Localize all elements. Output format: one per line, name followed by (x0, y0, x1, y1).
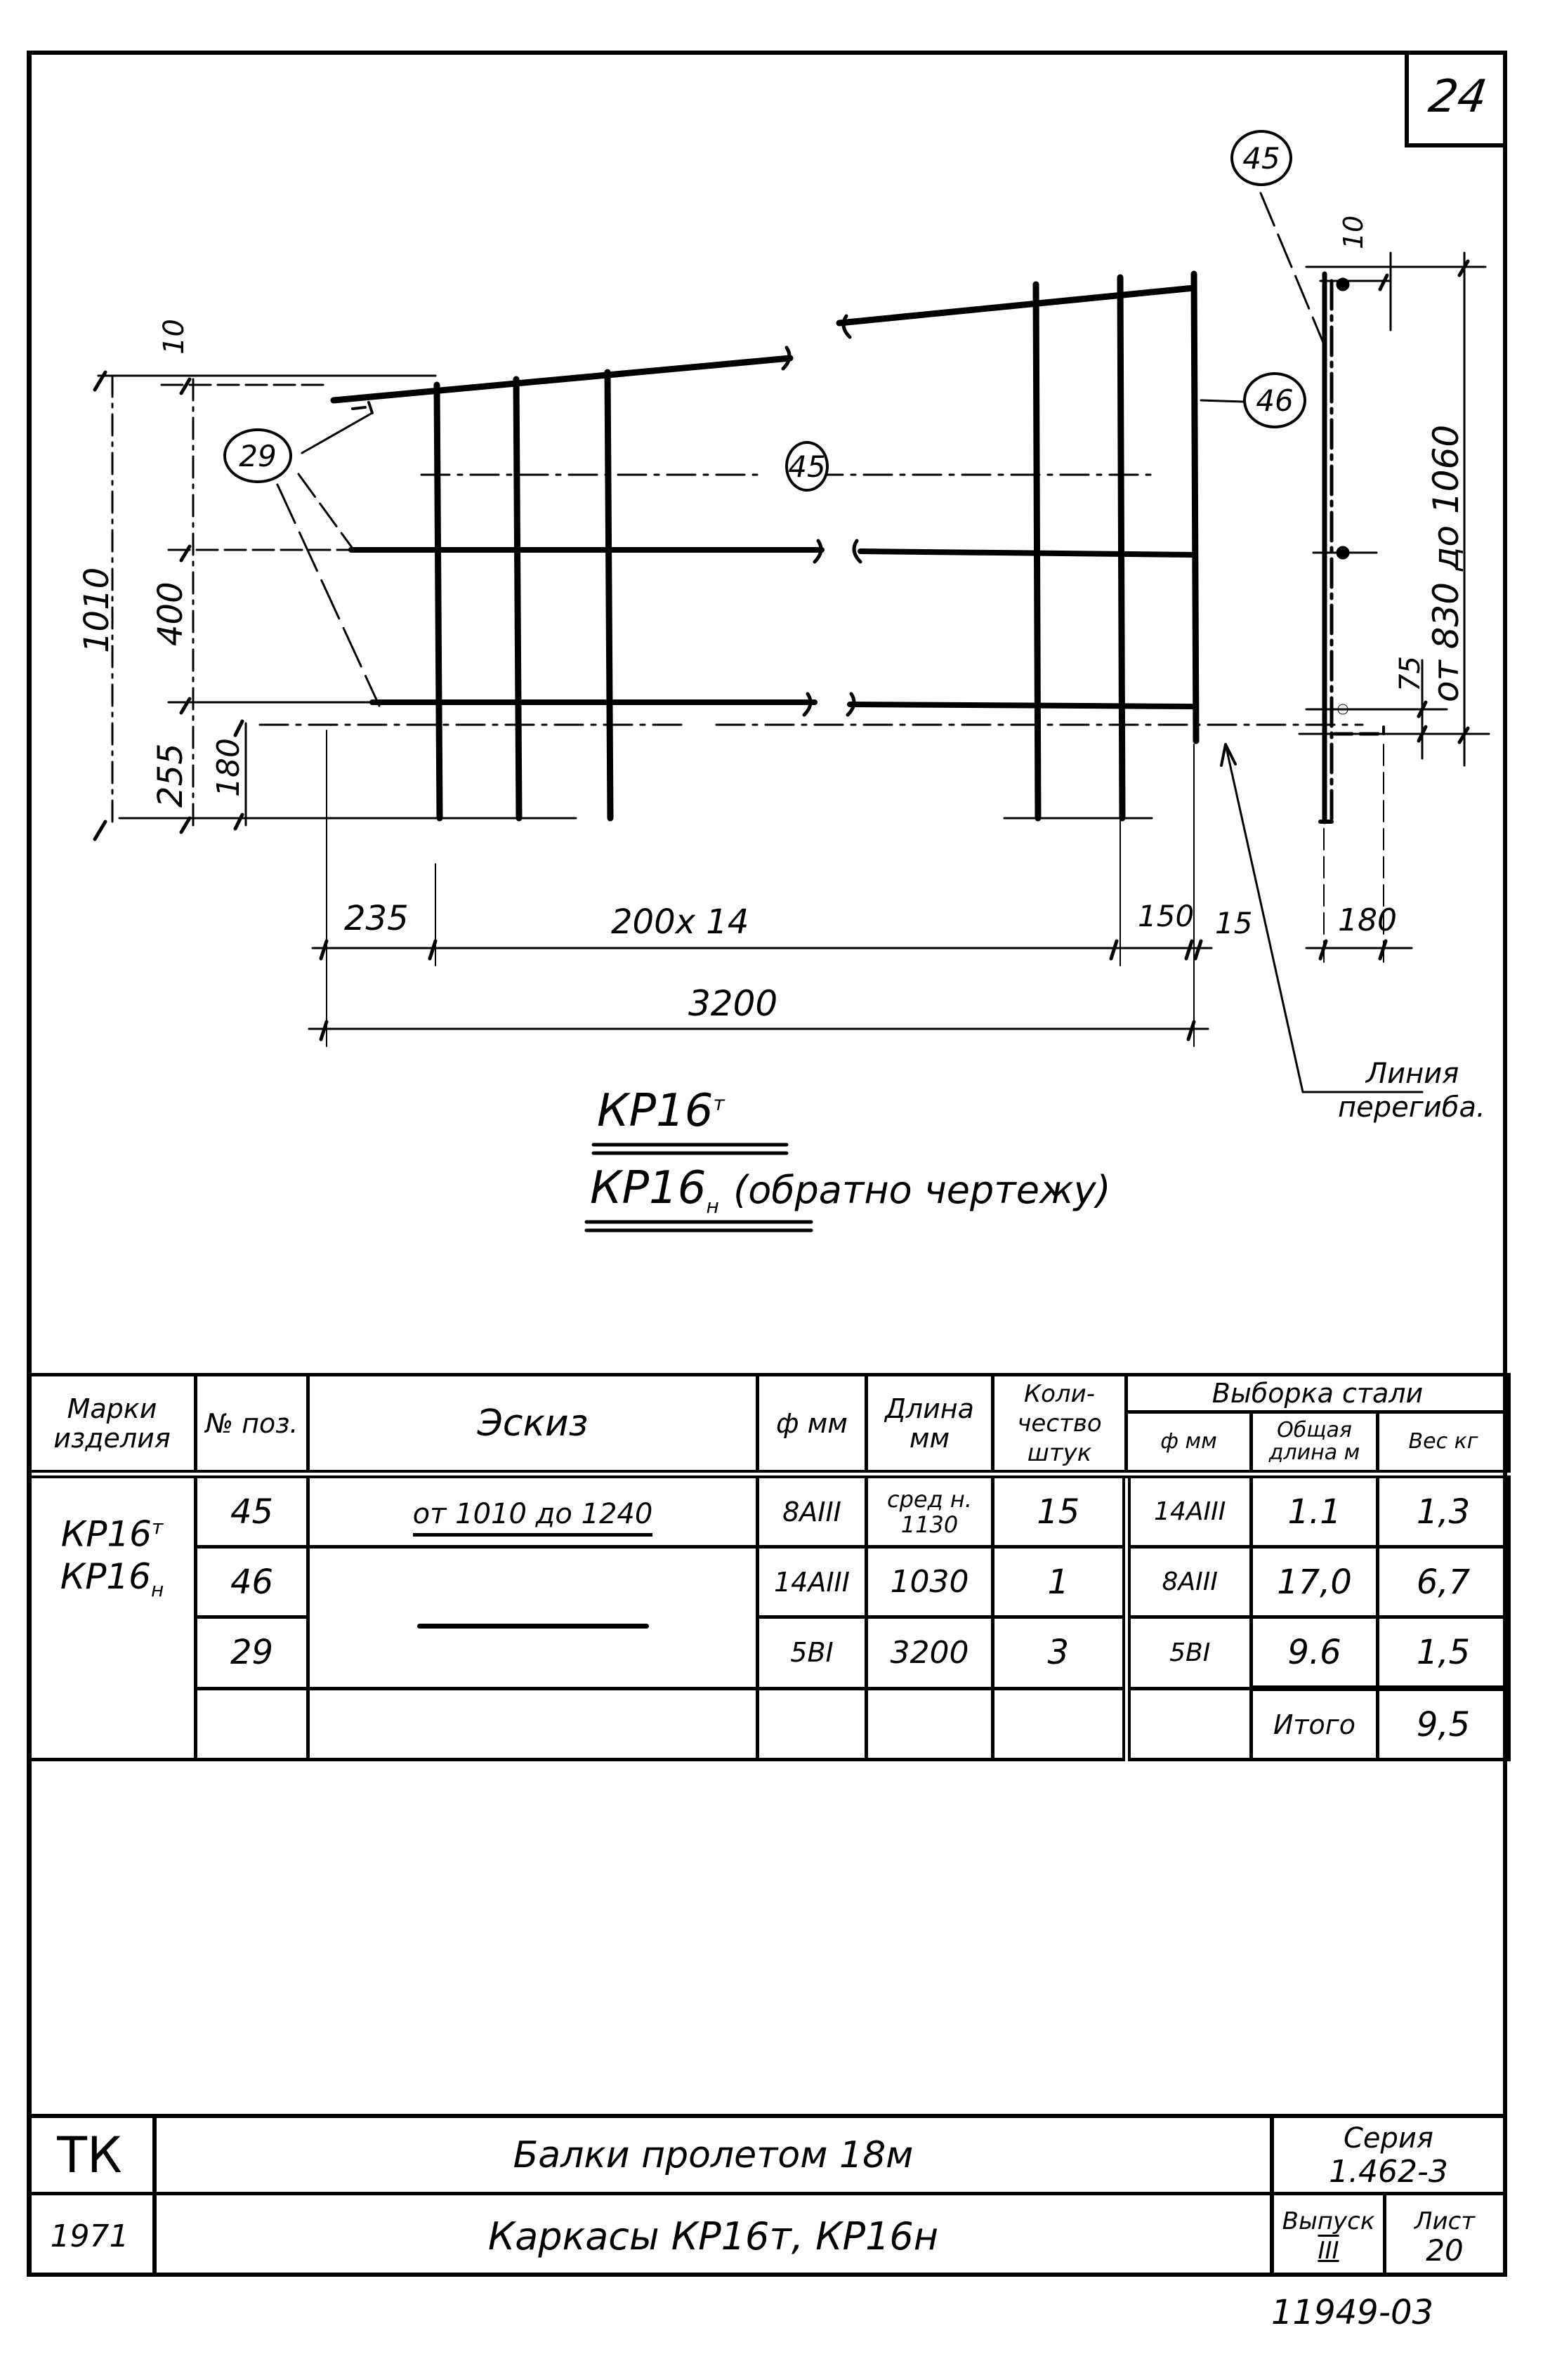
top-bar-left (330, 355, 794, 404)
position-45-callout-side: 45 (1230, 130, 1292, 186)
dim-bottom-last: 150 (1138, 899, 1195, 933)
steel-length-cell: 1.1 (1249, 1470, 1379, 1549)
header-steel-diameter: ф мм (1124, 1410, 1253, 1476)
header-sketch: Эскиз (306, 1373, 759, 1476)
drawing-title-kr16n: КР16н (обратно чертежу) (590, 1162, 1111, 1218)
total-row: Итого 9,5 (29, 1685, 1511, 1761)
header-pos: № поз. (194, 1373, 310, 1476)
header-mark: Марки изделия (27, 1373, 197, 1476)
pos-cell: 29 (194, 1615, 310, 1690)
title-line-2: Каркасы КР16т, КР16н (487, 2214, 939, 2259)
quantity-cell: 3 (991, 1615, 1128, 1690)
dim-side-range: от 830 до 1060 (1426, 424, 1466, 702)
sheet-cell: Лист 20 (1414, 2207, 1476, 2268)
steel-length-cell: 17,0 (1249, 1545, 1379, 1619)
header-quantity: Коли-чество штук (991, 1373, 1128, 1476)
quantity-cell: 1 (991, 1545, 1128, 1619)
dim-bottom-total: 3200 (688, 983, 778, 1024)
org-cell: ТК (27, 2118, 157, 2195)
length-cell: 3200 (865, 1615, 994, 1690)
diameter-cell: 8АIII (756, 1470, 868, 1549)
steel-diameter-cell: 14АIII (1122, 1470, 1253, 1549)
position-45-callout-center: 45 (785, 441, 829, 492)
pos-cell: 45 (194, 1470, 310, 1549)
top-bar-right (836, 284, 1197, 327)
specification-table: Марки изделия № поз. Эскиз ф мм Длина мм… (27, 1373, 1511, 1761)
diameter-cell: 5ВI (756, 1615, 868, 1690)
dim-left-mid: 400 (151, 581, 190, 646)
header-diameter: ф мм (756, 1373, 868, 1476)
dim-side-width: 180 (1338, 902, 1397, 938)
steel-diameter-cell: 5ВI (1122, 1615, 1253, 1690)
dim-left-top-offset: 10 (158, 319, 190, 355)
title-line-1: Балки пролетом 18м (157, 2118, 1270, 2195)
sketch-cell: от 1010 до 1240 (306, 1470, 759, 1549)
total-value: 9,5 (1375, 1685, 1511, 1761)
issue-cell: Выпуск III (1270, 2195, 1386, 2277)
title-block: ТК 1971 Балки пролетом 18м Каркасы КР16т… (27, 2114, 1507, 2277)
page-number-box: 24 (1405, 51, 1507, 147)
steel-length-cell: 9.6 (1249, 1615, 1379, 1690)
steel-diameter-cell: 8АIII (1122, 1545, 1253, 1619)
dim-left-lower: 255 (151, 743, 190, 808)
header-steel-weight: Вес кг (1375, 1410, 1511, 1476)
diameter-cell: 14АIII (756, 1545, 868, 1619)
header-steel-length: Общая длина м (1249, 1410, 1379, 1476)
sketch-cell (306, 1545, 759, 1690)
steel-weight-cell: 6,7 (1375, 1545, 1511, 1619)
header-steel-group: Выборка стали (1124, 1373, 1511, 1414)
quantity-cell: 15 (991, 1470, 1128, 1549)
table-row: 29 5ВI 3200 3 5ВI 9.6 1,5 (29, 1615, 1511, 1690)
dim-bottom-end: 15 (1215, 906, 1253, 940)
sheet-frame (27, 51, 1507, 2277)
length-cell: 1030 (865, 1545, 994, 1619)
reinforcement-cage-drawing (93, 192, 1490, 1232)
table-row: КР16т КР16н 45 от 1010 до 1240 8АIII сре… (27, 1470, 1511, 1761)
position-29-callout: 29 (223, 428, 292, 483)
straight-bar-sketch (416, 1624, 649, 1629)
dim-bottom-pitch: 200x 14 (611, 902, 749, 942)
pos-cell: 46 (194, 1545, 310, 1619)
total-label: Итого (1249, 1685, 1379, 1761)
bend-line-label: Линия перегиба. (1338, 1058, 1485, 1124)
drawing-title-kr16t: КР16т (597, 1085, 725, 1137)
mark-cell: КР16т КР16н (27, 1470, 197, 1761)
header-length: Длина мм (865, 1373, 994, 1476)
steel-weight-cell: 1,3 (1375, 1470, 1511, 1549)
year-cell: 1971 (27, 2195, 157, 2277)
dim-side-lower: 75 (1394, 656, 1426, 692)
table-row: 46 14АIII 1030 1 8АIII 17,0 6,7 (29, 1545, 1511, 1690)
dim-left-total: 1010 (77, 567, 117, 653)
series-cell: Серия 1.462-3 (1270, 2118, 1503, 2195)
document-code: 11949-03 (1271, 2293, 1434, 2332)
length-cell: сред н. 1130 (865, 1470, 994, 1549)
dim-bottom-first: 235 (344, 899, 409, 938)
position-46-callout: 46 (1243, 372, 1306, 428)
steel-weight-cell: 1,5 (1375, 1615, 1511, 1690)
dim-left-bottom: 180 (211, 738, 247, 797)
dim-side-top: 10 (1338, 215, 1369, 249)
